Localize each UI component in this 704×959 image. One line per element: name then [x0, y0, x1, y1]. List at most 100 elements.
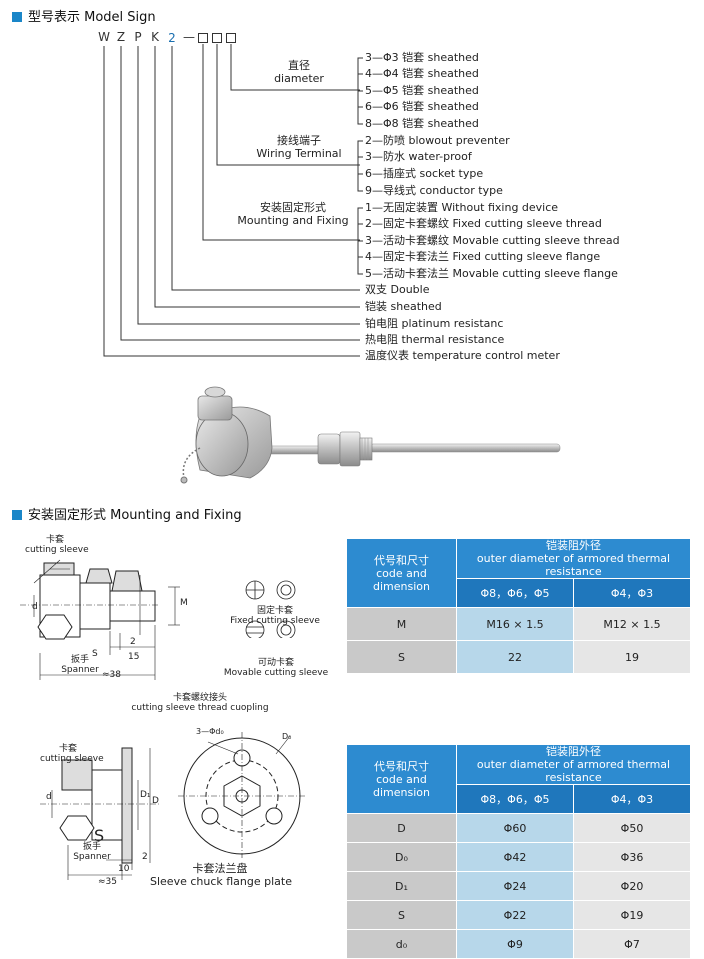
table-header-row: 代号和尺寸 code and dimension 铠装阻外径 outer dia… — [346, 744, 692, 814]
label-cn: 卡套螺纹接头 — [172, 693, 227, 703]
group-label-cn: 安装固定形式 — [260, 201, 326, 214]
label-cn: 卡套 — [58, 744, 77, 754]
cell-value: 19 — [572, 640, 692, 674]
cell-value: Φ42 — [456, 842, 574, 872]
flange-front-drawing — [178, 732, 306, 858]
dim-2-1: 2 — [130, 637, 136, 647]
option-terminal-6: 6—插座式 socket type — [365, 167, 484, 180]
subheader-col2: Φ4，Φ3 — [572, 784, 692, 814]
cell-code: D₀ — [346, 842, 457, 872]
dim-M-1: M — [180, 598, 188, 608]
label-fixed-sleeve: 固定卡套 Fixed cutting sleeve — [225, 606, 325, 626]
dim-15-1: 15 — [128, 652, 140, 662]
cell-value: Φ60 — [456, 813, 574, 843]
option-platinum: 铂电阻 platinum resistanc — [365, 317, 504, 330]
cell-code: D — [346, 813, 457, 843]
section-title-text: 安装固定形式 Mounting and Fixing — [28, 508, 242, 523]
table-row: D₀ Φ42 Φ36 — [346, 842, 692, 872]
label-cn: 扳手 — [82, 842, 101, 852]
header-en: outer diameter of armored thermal resist… — [476, 758, 671, 784]
cell-value: Φ20 — [572, 871, 692, 901]
table-row: d₀ Φ9 Φ7 — [346, 929, 692, 959]
group-label-en: Wiring Terminal — [256, 147, 342, 160]
header-cn: 代号和尺寸 — [374, 759, 429, 773]
cell-code: S — [346, 900, 457, 930]
table-row: D₁ Φ24 Φ20 — [346, 871, 692, 901]
section-title-text: 型号表示 Model Sign — [28, 10, 156, 25]
section-marker-icon — [12, 510, 22, 520]
option-thermal: 热电阻 thermal resistance — [365, 333, 505, 346]
option-diameter-8: 8—Φ8 铠套 sheathed — [365, 117, 479, 130]
thermocouple-product-image — [180, 386, 561, 484]
dim-2-2: 2 — [142, 852, 148, 862]
cell-value: M12 × 1.5 — [572, 607, 692, 641]
header-en: code and dimension — [373, 772, 430, 799]
option-mounting-4: 4—固定卡套法兰 Fixed cutting sleeve flange — [365, 250, 601, 263]
group-label-mounting: 安装固定形式 Mounting and Fixing — [228, 201, 358, 227]
option-terminal-2: 2—防喷 blowout preventer — [365, 134, 510, 147]
header-code-dimension: 代号和尺寸 code and dimension — [346, 538, 457, 608]
group-label-en: Mounting and Fixing — [237, 214, 349, 227]
table-row: S 22 19 — [346, 640, 692, 674]
label-en: Sleeve chuck flange plate — [150, 875, 293, 888]
label-cn: 卡套 — [45, 535, 64, 545]
dim-D-2: D — [152, 796, 159, 806]
header-group: 铠装阻外径 outer diameter of armored thermal … — [455, 744, 692, 785]
option-temp-meter: 温度仪表 temperature control meter — [365, 349, 560, 362]
group-label-cn: 接线端子 — [277, 134, 321, 147]
subheader-col2: Φ4，Φ3 — [572, 578, 692, 608]
model-placeholder-box — [226, 33, 236, 43]
model-placeholder-box — [198, 33, 208, 43]
header-en: outer diameter of armored thermal resist… — [476, 552, 671, 578]
option-sheathed: 铠装 sheathed — [365, 300, 442, 313]
dim-38-1: ≈38 — [102, 670, 121, 680]
table-row: S Φ22 Φ19 — [346, 900, 692, 930]
option-diameter-4: 4—Φ4 铠套 sheathed — [365, 67, 479, 80]
model-letter-z: Z — [116, 30, 126, 44]
cell-value: Φ50 — [572, 813, 692, 843]
cell-value: Φ7 — [572, 929, 692, 959]
option-terminal-3: 3—防水 water-proof — [365, 150, 472, 163]
label-en: Spanner — [61, 665, 99, 675]
header-group: 铠装阻外径 outer diameter of armored thermal … — [455, 538, 692, 579]
cell-value: Φ24 — [456, 871, 574, 901]
cell-value: 22 — [456, 640, 574, 674]
table-subheader-row: Φ8，Φ6，Φ5 Φ4，Φ3 — [347, 578, 692, 608]
table-row: M M16 × 1.5 M12 × 1.5 — [346, 607, 692, 641]
table-subheader-row: Φ8，Φ6，Φ5 Φ4，Φ3 — [347, 784, 692, 814]
model-sign-lines — [103, 44, 363, 357]
group-label-en: diameter — [274, 72, 324, 85]
dim-d-2: d — [46, 792, 52, 802]
table-row: D Φ60 Φ50 — [346, 813, 692, 843]
section-marker-icon — [12, 12, 22, 22]
sleeve-symbols-drawing — [245, 580, 296, 638]
flange-side-drawing — [40, 747, 160, 880]
label-en: Fixed cutting sleeve — [230, 616, 320, 626]
caption-flange: 卡套法兰盘 Sleeve chuck flange plate — [150, 862, 293, 888]
header-cn: 代号和尺寸 — [374, 553, 429, 567]
cell-value: Φ19 — [572, 900, 692, 930]
label-spanner-1: 扳手 Spanner — [60, 655, 100, 675]
model-letter-w: W — [98, 30, 110, 44]
option-diameter-3: 3—Φ3 铠套 sheathed — [365, 51, 479, 64]
label-en: Spanner — [73, 852, 111, 862]
label-D0: D₀ — [282, 732, 292, 741]
label-cn: 扳手 — [70, 655, 89, 665]
option-mounting-3: 3—活动卡套螺纹 Movable cutting sleeve thread — [365, 234, 620, 247]
group-label-terminal: 接线端子 Wiring Terminal — [240, 134, 358, 160]
option-mounting-2: 2—固定卡套螺纹 Fixed cutting sleeve thread — [365, 217, 602, 230]
caption-thread-coupling: 卡套螺纹接头 cutting sleeve thread cuopling — [120, 693, 280, 713]
label-cn: 卡套法兰盘 — [192, 862, 248, 875]
label-en: cutting sleeve thread cuopling — [131, 703, 269, 713]
header-cn: 铠装阻外径 — [546, 539, 601, 552]
group-label-diameter: 直径 diameter — [240, 59, 358, 85]
cell-value: Φ36 — [572, 842, 692, 872]
label-spanner-2: 扳手 Spanner — [72, 842, 112, 862]
cell-code: D₁ — [346, 871, 457, 901]
table-header-row: 代号和尺寸 code and dimension 铠装阻外径 outer dia… — [346, 538, 692, 608]
option-terminal-9: 9—导线式 conductor type — [365, 184, 503, 197]
model-letter-p: P — [134, 30, 142, 44]
section-title-model-sign: 型号表示 Model Sign — [12, 6, 156, 25]
header-en: code and dimension — [373, 566, 430, 593]
dim-d-1: d — [32, 602, 38, 612]
